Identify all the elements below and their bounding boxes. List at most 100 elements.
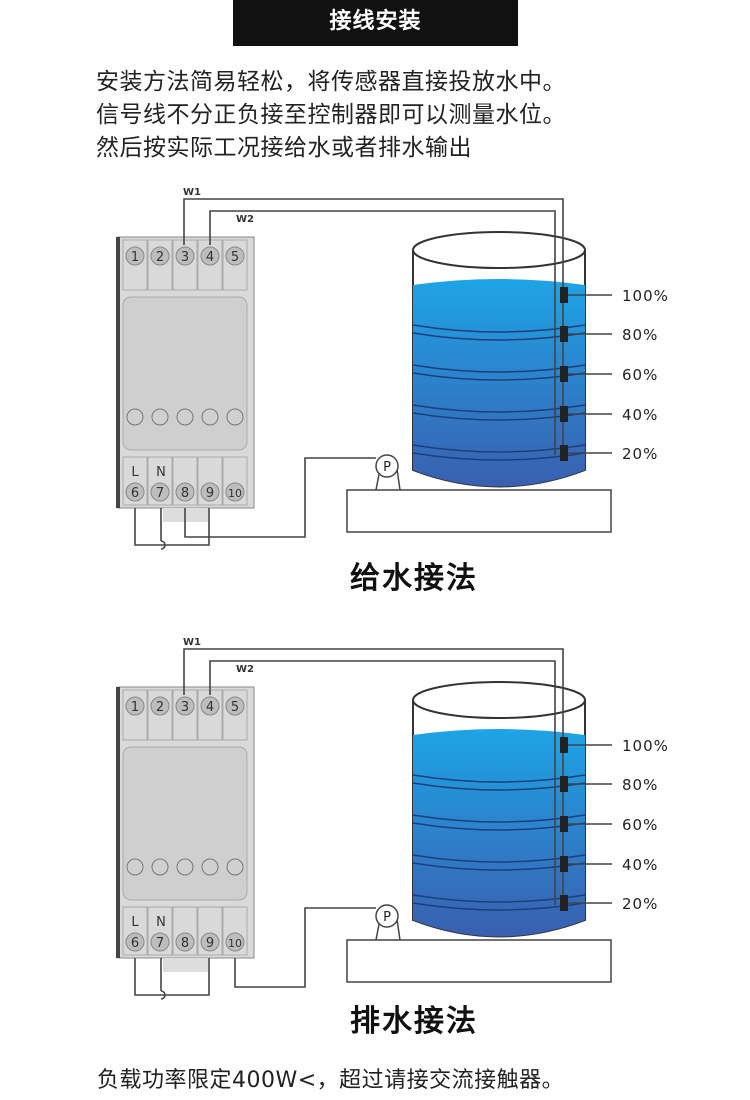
pump-icon: [375, 454, 399, 478]
l-bridge-wire: [134, 958, 210, 996]
terminal-number: 6: [131, 486, 139, 501]
terminal-screw-icon: [125, 246, 145, 266]
drain-diagram-title: 排水接法: [350, 1004, 478, 1039]
controller-panel: [122, 296, 248, 451]
level-label: 100%: [622, 737, 669, 755]
probe-icon: [560, 366, 568, 382]
w2-label: W2: [236, 664, 254, 675]
terminal-number: 3: [181, 250, 189, 265]
indicator-button: [201, 408, 219, 426]
probe-icon: [560, 816, 568, 832]
terminal-number: 8: [181, 936, 189, 951]
terminal-screw-icon: [125, 932, 145, 952]
terminal-number: 7: [156, 936, 164, 951]
terminal-screw-icon: [200, 696, 220, 716]
platform: [346, 939, 612, 983]
terminal-slot: [147, 689, 173, 741]
level-label: 20%: [622, 445, 658, 463]
probe-icon: [560, 856, 568, 872]
w2-wire: [209, 660, 556, 905]
terminal-slot: [122, 906, 148, 956]
terminal-number: 7: [156, 486, 164, 501]
terminal-screw-icon: [225, 932, 245, 952]
controller-panel: [122, 746, 248, 901]
level-label: 20%: [622, 895, 658, 913]
platform: [346, 489, 612, 533]
terminal-screw-icon: [150, 246, 170, 266]
terminal-slot: [197, 456, 223, 506]
indicator-button: [126, 408, 144, 426]
pump-icon: [375, 904, 399, 928]
terminal-mark-n: N: [156, 465, 166, 480]
terminal-screw-icon: [225, 696, 245, 716]
terminal-screw-icon: [125, 696, 145, 716]
terminal-screw-icon: [150, 696, 170, 716]
terminal-mark-n: N: [156, 915, 166, 930]
terminal-slot: [172, 239, 198, 291]
indicator-button: [226, 858, 244, 876]
w1-label: W1: [183, 637, 201, 648]
terminal-screw-icon: [150, 932, 170, 952]
w2-label: W2: [236, 214, 254, 225]
indicator-button: [201, 858, 219, 876]
level-label: 40%: [622, 856, 658, 874]
terminal-screw-icon: [175, 932, 195, 952]
terminal-screw-icon: [150, 482, 170, 502]
l-bridge-wire: [134, 508, 210, 546]
probe-icon: [560, 895, 568, 911]
terminal-number: 6: [131, 936, 139, 951]
terminal-screw-icon: [200, 932, 220, 952]
terminal-screw-icon: [200, 246, 220, 266]
terminal-slot: [147, 906, 173, 956]
terminal-number: 9: [206, 486, 214, 501]
level-label: 40%: [622, 406, 658, 424]
terminal-mark-l: L: [131, 915, 139, 930]
terminal-slot: [122, 239, 148, 291]
indicator-button: [226, 408, 244, 426]
output-pump-wire: [184, 457, 376, 538]
w2-wire: [209, 210, 556, 455]
water-icon: [413, 279, 585, 487]
terminal-number: 5: [231, 700, 239, 715]
intro-line: 然后按实际工况接给水或者排水输出: [96, 135, 472, 161]
intro-line: 安装方法简易轻松，将传感器直接投放水中。: [96, 69, 566, 95]
w1-label: W1: [183, 187, 201, 198]
supply-diagram-title: 给水接法: [350, 561, 478, 596]
terminal-slot: [147, 239, 173, 291]
terminal-number: 3: [181, 700, 189, 715]
pump-label: P: [383, 910, 391, 925]
level-label: 60%: [622, 366, 658, 384]
tank-rim: [412, 681, 586, 719]
terminal-number: 4: [206, 700, 214, 715]
probe-icon: [560, 737, 568, 753]
terminal-slot: [197, 906, 223, 956]
water-icon: [413, 729, 585, 937]
terminal-slot: [172, 456, 198, 506]
probe-icon: [560, 406, 568, 422]
controller-edge: [116, 237, 120, 508]
pump-label: P: [383, 460, 391, 475]
terminal-number: 1: [131, 700, 139, 715]
terminal-screw-icon: [225, 482, 245, 502]
indicator-button: [176, 858, 194, 876]
terminal-number: 2: [156, 250, 164, 265]
terminal-slot: [172, 689, 198, 741]
terminal-number: 8: [181, 486, 189, 501]
indicator-button: [126, 858, 144, 876]
probe-icon: [560, 326, 568, 342]
intro-line: 信号线不分正负接至控制器即可以测量水位。: [96, 102, 566, 128]
probe-icon: [560, 445, 568, 461]
terminal-screw-icon: [225, 246, 245, 266]
terminal-number: 10: [228, 487, 242, 500]
din-clip: [163, 958, 208, 972]
terminal-number: 9: [206, 936, 214, 951]
indicator-button: [151, 408, 169, 426]
terminal-number: 4: [206, 250, 214, 265]
tank-rim: [412, 231, 586, 269]
indicator-button: [176, 408, 194, 426]
terminal-slot: [172, 906, 198, 956]
level-label: 100%: [622, 287, 669, 305]
